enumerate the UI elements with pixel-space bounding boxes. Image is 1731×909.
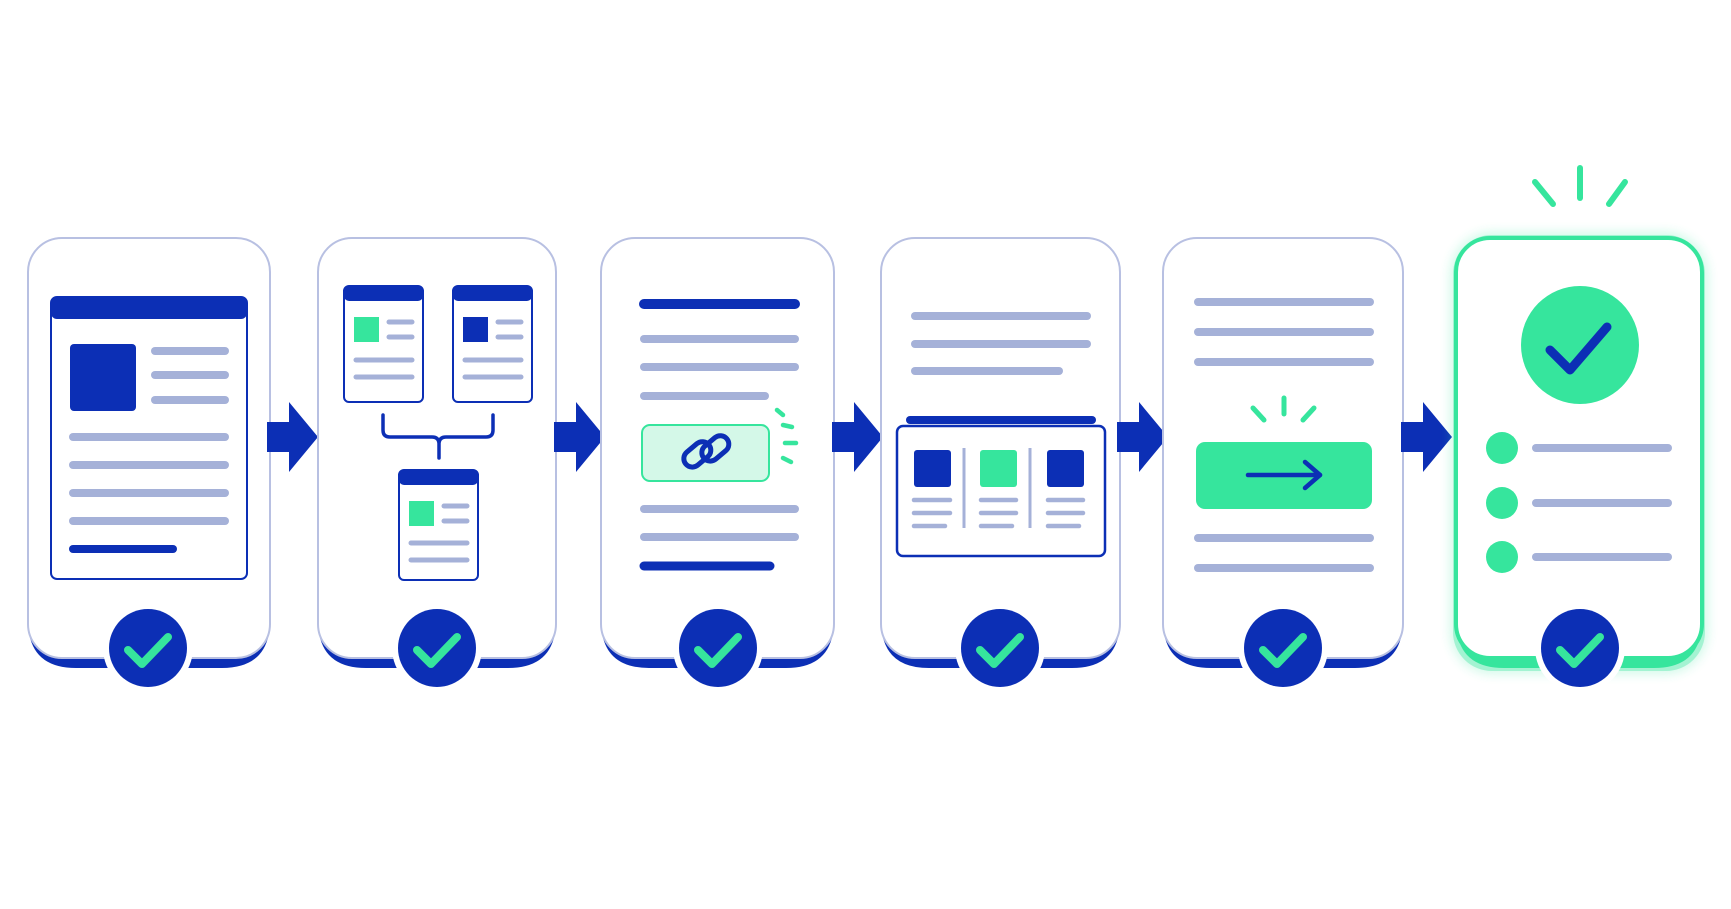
- step-4-check-badge: [955, 603, 1045, 693]
- bracket-icon: [381, 413, 495, 460]
- step-2-check-badge: [392, 603, 482, 693]
- arrow-right-icon: [832, 402, 883, 472]
- step-4-card: [880, 237, 1121, 693]
- arrow-right-icon: [1401, 402, 1452, 472]
- step-2-card: [317, 237, 557, 693]
- document-page-icon: [50, 296, 248, 580]
- check-icon: [976, 633, 1024, 668]
- arrow-right-icon: [1245, 459, 1323, 491]
- check-icon: [1545, 322, 1612, 375]
- check-icon: [1259, 633, 1307, 668]
- link-document-icon: [639, 299, 800, 571]
- check-icon: [124, 633, 172, 668]
- merge-documents-icon: [343, 285, 533, 581]
- arrow-right-icon: [267, 402, 318, 472]
- final-checklist-icon: [1486, 286, 1672, 573]
- arrow-right-icon: [554, 402, 605, 472]
- step-3-check-badge: [673, 603, 763, 693]
- step-1-card: [27, 237, 271, 693]
- spark-icon: [1532, 165, 1628, 207]
- step-6-check-badge: [1535, 603, 1625, 693]
- three-column-layout-icon: [895, 312, 1107, 558]
- spark-icon: [774, 407, 799, 465]
- arrow-right-icon: [1117, 402, 1168, 472]
- spark-icon: [1250, 395, 1317, 423]
- step-5-check-badge: [1238, 603, 1328, 693]
- action-button-icon: [1194, 298, 1374, 572]
- check-icon: [694, 633, 742, 668]
- step-1-check-badge: [103, 603, 193, 693]
- step-5-card: [1162, 237, 1404, 693]
- check-icon: [413, 633, 461, 668]
- step-6-card: [1453, 165, 1705, 693]
- check-icon: [1556, 633, 1604, 668]
- link-icon: [681, 433, 732, 470]
- step-3-card: [600, 237, 835, 693]
